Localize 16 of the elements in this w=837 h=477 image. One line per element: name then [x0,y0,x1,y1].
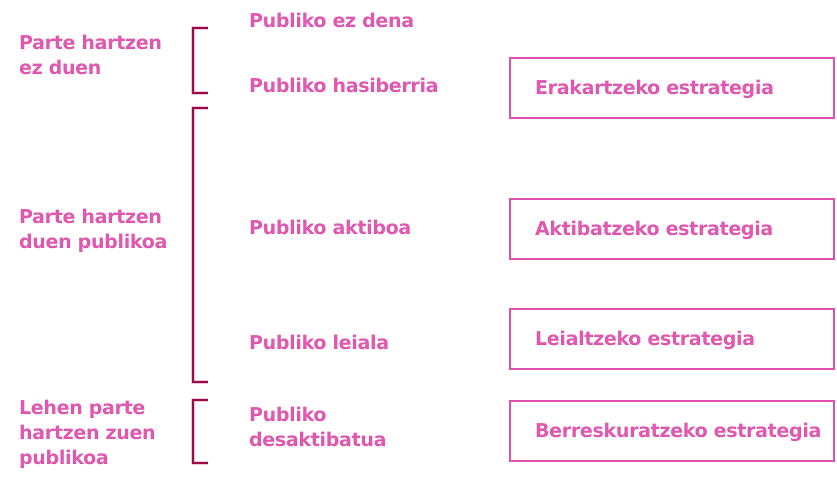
group-label: Publiko aktiboa [249,216,412,241]
strategy-label: Erakartzeko estrategia [535,77,774,99]
group-label: Publiko hasiberria [249,74,440,99]
strategy-box [509,57,835,119]
group-label: Publiko leiala [249,331,390,356]
group-label: Lehen parte hartzen zuen publikoa [19,396,156,471]
group-label: Publiko desaktibatua [249,403,388,453]
group-label: Parte hartzen ez duen [19,31,163,81]
group-label: Publiko ez dena [249,9,415,34]
strategy-label: Leialtzeko estrategia [535,328,755,350]
strategy-box [509,400,835,462]
strategy-label: Berreskuratzeko estrategia [535,420,822,442]
strategy-label: Aktibatzeko estrategia [535,218,773,240]
strategy-box [509,198,835,260]
group-label: Parte hartzen duen publikoa [19,205,168,255]
strategy-box [509,308,835,370]
